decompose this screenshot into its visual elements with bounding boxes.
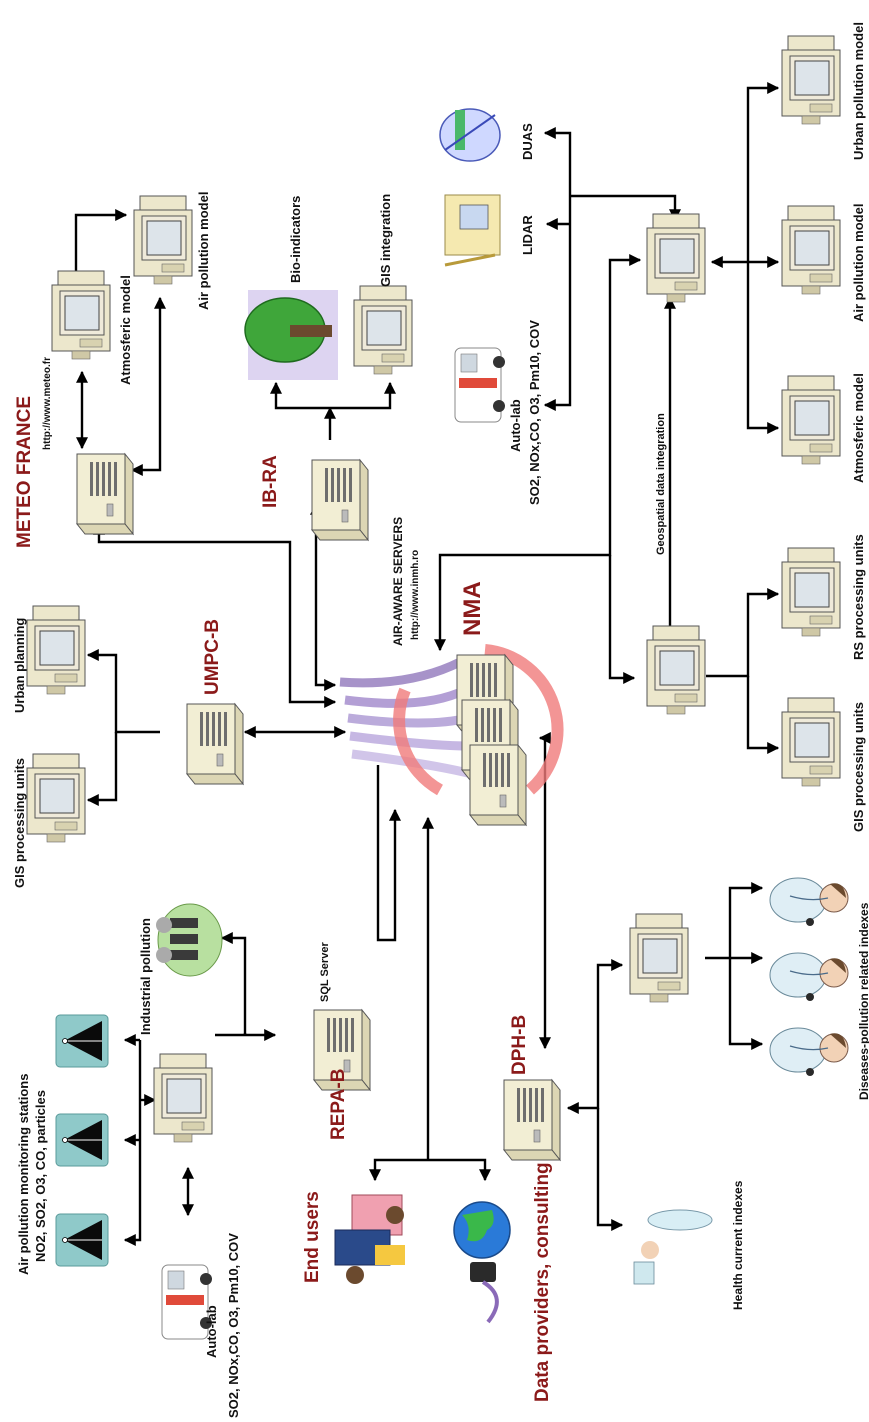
lidar-label: LIDAR xyxy=(520,215,535,255)
air-pollution-model-label-top: Air pollution model xyxy=(196,192,211,310)
health-current-label: Health current indexes xyxy=(731,1180,745,1310)
atmosferic-model-label-top: Atmosferic model xyxy=(118,275,133,385)
gis-integration-label: GIS integration xyxy=(378,194,393,287)
end-users-icon xyxy=(335,1195,405,1284)
air-aware-servers-label: AIR-AWARE SERVERS xyxy=(391,517,405,646)
ib-ra-label: IB-RA xyxy=(260,455,281,508)
geospatial-hub-workstation-bottom xyxy=(647,626,705,714)
nma-server-cluster xyxy=(340,650,557,825)
lidar-icon xyxy=(445,195,500,265)
repa-b-workstation xyxy=(154,1054,212,1142)
data-providers-label: Data providers, consulting xyxy=(532,1162,553,1402)
meteo-france-server xyxy=(77,454,133,534)
doctor-icon-1 xyxy=(770,878,848,926)
doctor-icon-3 xyxy=(770,1028,848,1076)
sql-server-label: SQL Server xyxy=(319,942,331,1002)
autolab-left-label-2: SO2, NOx,CO, O3, Pm10, COV xyxy=(226,1233,241,1418)
repa-b-label: REPA-B xyxy=(328,1069,349,1140)
autolab-right-label-2: SO2, NOx,CO, O3, Pm10, COV xyxy=(527,320,542,505)
geospatial-hub-workstation-top xyxy=(647,214,705,302)
nma-label: NMA xyxy=(459,581,486,636)
industrial-pollution-label: Industrial pollution xyxy=(138,918,153,1035)
gis-processing-label-left: GIS processing units xyxy=(12,758,27,888)
air-pollution-model-label-right: Air pollution model xyxy=(851,204,866,322)
factory-icon xyxy=(156,904,222,976)
meteo-france-label: METEO FRANCE xyxy=(14,396,35,548)
monitoring-stations-label-1: Air pollution monitoring stations xyxy=(16,1074,31,1275)
atmosferic-model-label-right: Atmosferic model xyxy=(851,373,866,483)
gis-processing-label-right: GIS processing units xyxy=(851,702,866,832)
air-pollution-model-workstation-top xyxy=(134,196,192,284)
geospatial-label: Geospatial data integration xyxy=(655,413,667,555)
gis-processing-workstation-left xyxy=(27,754,85,842)
inmh-url-label: http://www.inmh.ro xyxy=(410,550,421,640)
dph-b-label: DPH-B xyxy=(509,1015,530,1075)
end-users-label: End users xyxy=(302,1191,323,1283)
air-pollution-model-workstation-right xyxy=(782,206,840,294)
urban-planning-label: Urban planning xyxy=(12,618,27,713)
atmosferic-model-workstation-right xyxy=(782,376,840,464)
urban-planning-workstation xyxy=(27,606,85,694)
globe-plug-icon xyxy=(454,1202,510,1322)
tree-icon xyxy=(245,290,338,380)
atmosferic-model-workstation-top xyxy=(52,271,110,359)
rs-processing-label: RS processing units xyxy=(851,534,866,660)
umpc-b-label: UMPC-B xyxy=(202,619,223,695)
meteo-url-label: http://www.meteo.fr xyxy=(42,357,53,450)
ambulance-icon-right xyxy=(455,348,505,422)
umpc-b-server xyxy=(187,704,243,784)
autolab-left-label-1: Auto-lab xyxy=(204,1305,219,1358)
dph-b-server xyxy=(504,1080,560,1160)
dph-b-workstation xyxy=(630,914,688,1002)
health-patient-icon xyxy=(634,1210,712,1284)
urban-pollution-model-workstation xyxy=(782,36,840,124)
autolab-right-label-1: Auto-lab xyxy=(508,399,523,452)
ib-ra-server xyxy=(312,460,368,540)
urban-pollution-model-label: Urban pollution model xyxy=(851,22,866,160)
antenna-icon-3 xyxy=(56,1214,108,1266)
bio-indicators-label: Bio-indicators xyxy=(288,196,303,283)
diseases-label: Diseases-pollution related indexes xyxy=(857,902,869,1100)
gis-integration-workstation xyxy=(354,286,412,374)
antenna-icon-1 xyxy=(56,1015,108,1067)
satellite-icon xyxy=(440,109,500,161)
antenna-icon-2 xyxy=(56,1114,108,1166)
monitoring-stations-label-2: NO2, SO2, O3, CO, particles xyxy=(33,1090,48,1262)
gis-processing-workstation-right xyxy=(782,698,840,786)
duas-label: DUAS xyxy=(520,123,535,160)
rs-processing-workstation xyxy=(782,548,840,636)
doctor-icon-2 xyxy=(770,953,848,1001)
